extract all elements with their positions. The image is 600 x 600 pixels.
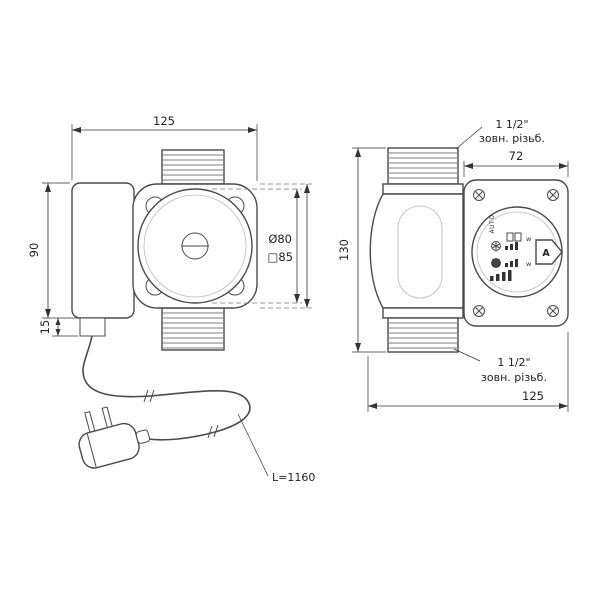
side-view: 125 90 15 Ø80 (27, 114, 315, 484)
front-view: AUTO (337, 118, 569, 412)
front-thread-top (382, 147, 464, 195)
cord-boot (135, 429, 151, 444)
dimension-motor-height: 90 (27, 182, 78, 319)
cable-length-label: L=1160 (272, 471, 315, 484)
dimension-stub-height: 15 (38, 318, 78, 337)
terminal-box (71, 182, 135, 337)
control-panel: AUTO (471, 206, 563, 298)
outlet-fitting-bottom (161, 307, 225, 351)
bottom-collar (382, 307, 464, 319)
dim-label-130: 130 (337, 239, 351, 261)
thread-callout-bottom: 1 1/2" зовн. різьб. (453, 348, 547, 384)
volute-window (397, 205, 443, 299)
display-icon: w w (506, 232, 532, 268)
cable-length-callout: L=1160 (237, 413, 315, 484)
dim-label-72: 72 (509, 149, 524, 163)
thread-type-bottom: зовн. різьб. (481, 371, 547, 384)
dimension-total-width: 125 (367, 332, 569, 412)
dim-label-125-top: 125 (153, 114, 175, 128)
plug-pin (84, 411, 96, 434)
dim-label-15: 15 (38, 320, 52, 335)
front-pipe-body (369, 193, 464, 309)
front-thread-bottom (382, 307, 464, 353)
dimension-body-square: □85 (260, 183, 312, 309)
dim-label-90: 90 (27, 243, 41, 258)
plug-body (78, 422, 140, 469)
pump-body (132, 183, 258, 309)
power-plug (78, 406, 151, 469)
speed-icon-2 (491, 258, 518, 268)
top-collar (382, 183, 464, 195)
selector-knob: A (535, 239, 563, 265)
dim-label-d80: Ø80 (268, 232, 292, 246)
watt-label: w (526, 235, 532, 243)
dimension-box-width: 72 (463, 149, 569, 177)
dimension-top-width: 125 (71, 114, 258, 181)
corner-screws (473, 189, 559, 317)
thread-type-top: зовн. різьб. (479, 132, 545, 145)
dim-label-125-bottom: 125 (522, 389, 544, 403)
thread-callout-top: 1 1/2" зовн. різьб. (455, 118, 545, 150)
dimension-total-height: 130 (337, 147, 386, 353)
cable-break-ticks (143, 389, 219, 439)
dimension-impeller-diameter: Ø80 (212, 188, 302, 304)
control-box: AUTO (463, 179, 569, 327)
speed-icon-1 (491, 241, 518, 251)
thread-size-top: 1 1/2" (495, 118, 528, 131)
auto-mode-label: AUTO (489, 215, 496, 234)
plug-pin (101, 406, 114, 430)
dim-label-sq85: □85 (268, 250, 294, 264)
watt-label: w (526, 260, 532, 268)
knob-label: A (542, 248, 550, 259)
thread-size-bottom: 1 1/2" (497, 356, 530, 369)
power-bars-icon (490, 270, 512, 281)
inlet-fitting-top (161, 149, 225, 185)
cable-gland-stub (79, 317, 106, 337)
power-cable (82, 335, 251, 441)
